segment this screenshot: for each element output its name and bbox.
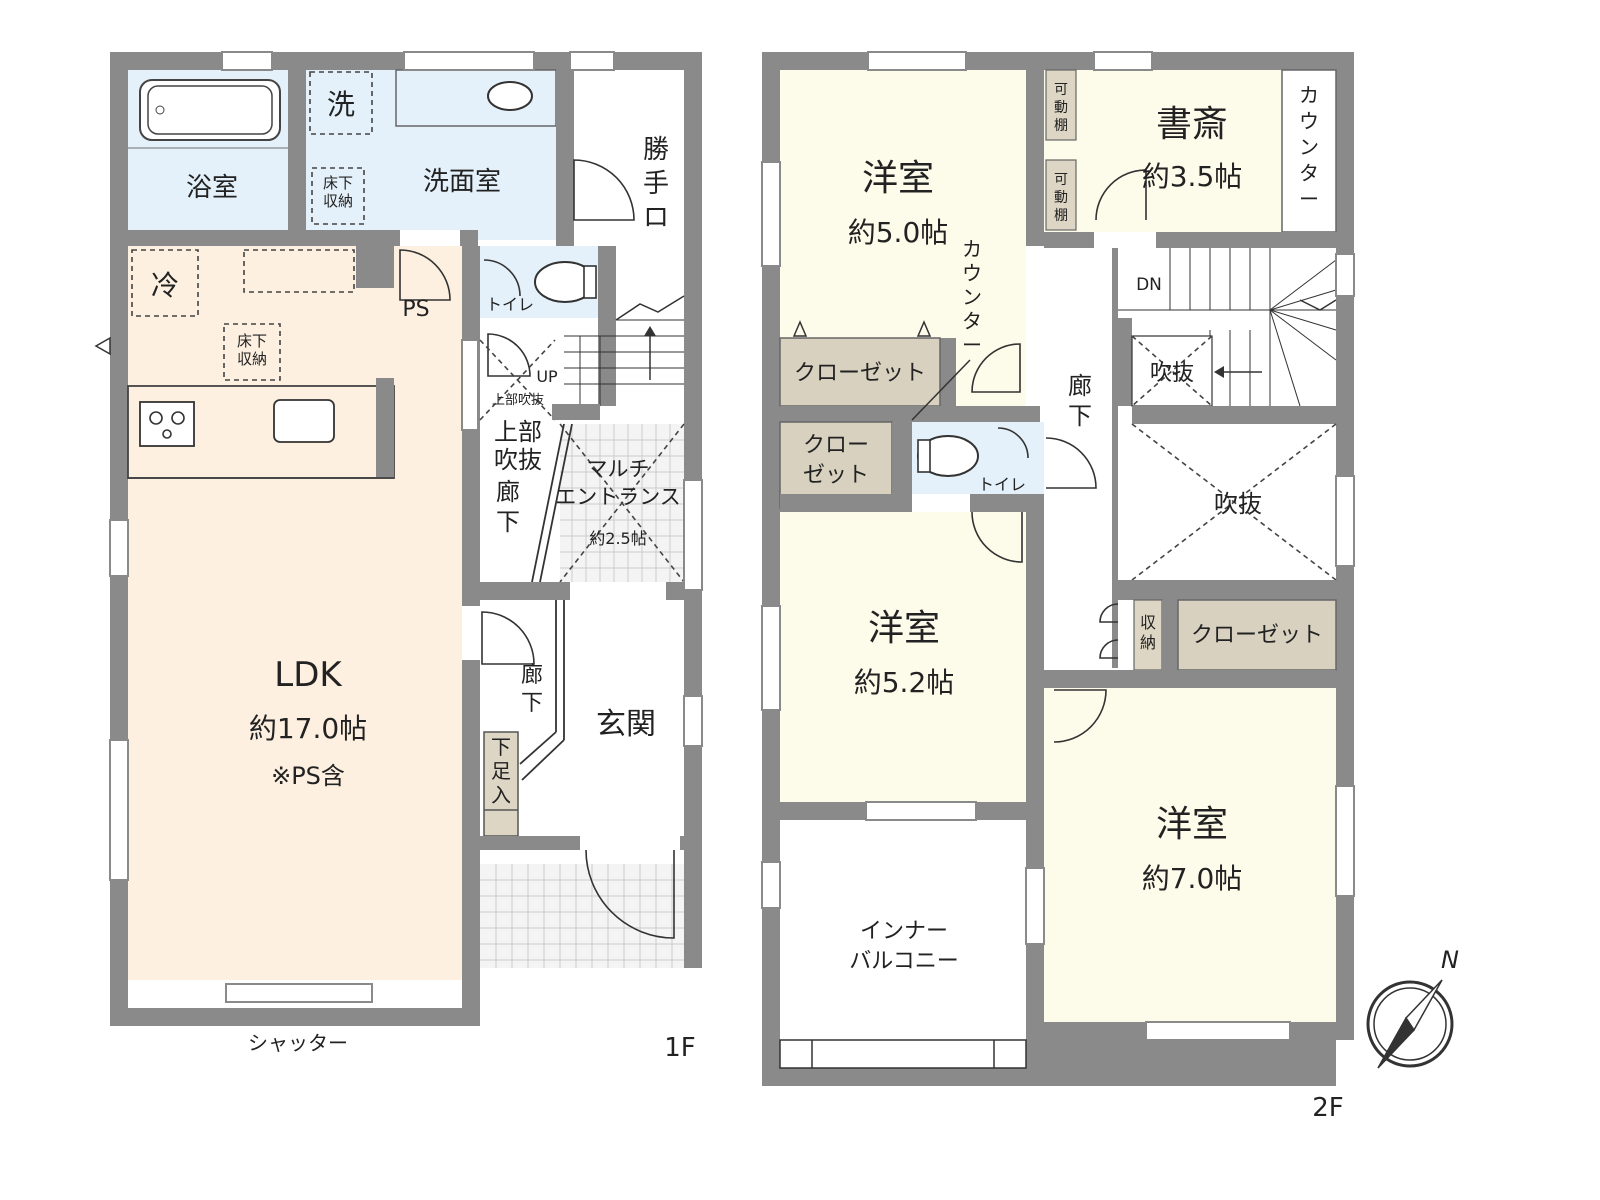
multi-entrance [559,423,685,583]
label-study: 書斎 [1156,104,1228,145]
label-underfloor-storage-wash: 床下収納 [323,174,353,210]
label-study-size: 約3.5帖 [1142,160,1243,193]
label-underfloor-storage-kitchen: 床下収納 [237,332,267,368]
label-multi-entrance: マルチエントランス [555,457,681,509]
label-corridor-1f-a: 廊下 [496,478,520,536]
floor-1: 浴室 洗面室 洗 床下収納 勝手ロ 冷 PS 床下収納 トイレ UP 上部吹抜 … [94,51,703,1063]
label-closet-2: クローゼット [803,433,869,488]
back-door [573,159,635,221]
label-western-2-size: 約5.2帖 [854,666,955,699]
label-movable-shelf-1: 可動棚 [1054,82,1068,134]
western-room-3 [1044,688,1336,1022]
label-shutter: シャッター [248,1031,348,1055]
underfloor-storage-kitchen [223,323,281,381]
label-floor-2f: 2F [1312,1093,1344,1123]
compass-north-label: N [1441,946,1459,974]
label-toilet-1f: トイレ [486,295,534,314]
kitchen-sink-icon [273,399,335,443]
label-closet-3: クローゼット [1191,623,1323,648]
front-door [585,849,675,939]
movable-shelf-2 [1045,159,1077,231]
corridor-1f-a [480,318,564,582]
closet-1 [779,337,941,407]
label-washer: 洗 [327,88,355,121]
label-inner-balcony: インナーバルコニー [849,919,959,974]
label-shoe-storage: 下足入 [491,735,511,807]
corridor-2f [1044,248,1118,668]
label-ps: PS [402,297,429,322]
back-door-area [574,70,684,230]
label-fridge: 冷 [151,269,179,302]
movable-shelf-1 [1045,69,1077,141]
label-western-1: 洋室 [862,158,934,199]
label-ldk: LDK [274,655,343,695]
porch-1f [480,864,684,968]
label-western-1-size: 約5.0帖 [848,216,949,249]
label-counter-2: カウンター [1299,83,1319,211]
sink-icon [487,81,533,111]
inner-balcony [780,820,1026,1068]
label-storage-2f: 収納 [1140,613,1156,652]
storage-2f [1133,599,1163,671]
label-corridor-2f: 廊下 [1068,372,1092,430]
ps-shaft [356,246,394,288]
label-genkan: 玄関 [596,707,656,742]
label-back-door: 勝手ロ [643,135,669,233]
label-toilet-2f: トイレ [978,475,1026,494]
label-counter-1: カウンター [962,237,982,357]
label-bath: 浴室 [186,173,238,203]
label-void-large: 吹抜 [1214,490,1262,518]
label-ldk-size: 約17.0帖 [249,712,367,745]
label-western-2: 洋室 [868,608,940,649]
label-up: UP [536,367,558,386]
closet-3 [1177,599,1337,671]
study-counter [1281,69,1337,233]
label-void-small: 吹抜 [1150,361,1194,386]
shutter-window [225,983,373,1003]
ldk-room [128,246,462,980]
label-ldk-note: ※PS含 [271,762,345,790]
compass-icon: N [1366,946,1459,1069]
label-washroom: 洗面室 [423,167,501,197]
label-floor-1f: 1F [664,1033,696,1063]
kitchen-shelf [243,249,355,293]
washer-space [309,71,373,135]
label-upper-void: 上部吹抜 [494,418,542,474]
floor-2: 洋室 約5.0帖 カウンター 可動棚 可動棚 書斎 約3.5帖 カウンター DN… [761,51,1356,1123]
label-multi-entrance-size: 約2.5帖 [589,529,646,548]
label-corridor-1f-b: 廊下 [521,663,543,716]
western-room-2 [780,512,1026,802]
label-closet-1: クローゼット [794,361,926,386]
genkan [564,600,684,836]
label-dn: DN [1136,275,1162,295]
label-western-3: 洋室 [1156,804,1228,845]
stove-icon [139,401,195,447]
fridge-space [131,249,199,317]
label-upper-void-small: 上部吹抜 [492,392,544,408]
label-western-3-size: 約7.0帖 [1142,862,1243,895]
label-movable-shelf-2: 可動棚 [1054,172,1068,224]
